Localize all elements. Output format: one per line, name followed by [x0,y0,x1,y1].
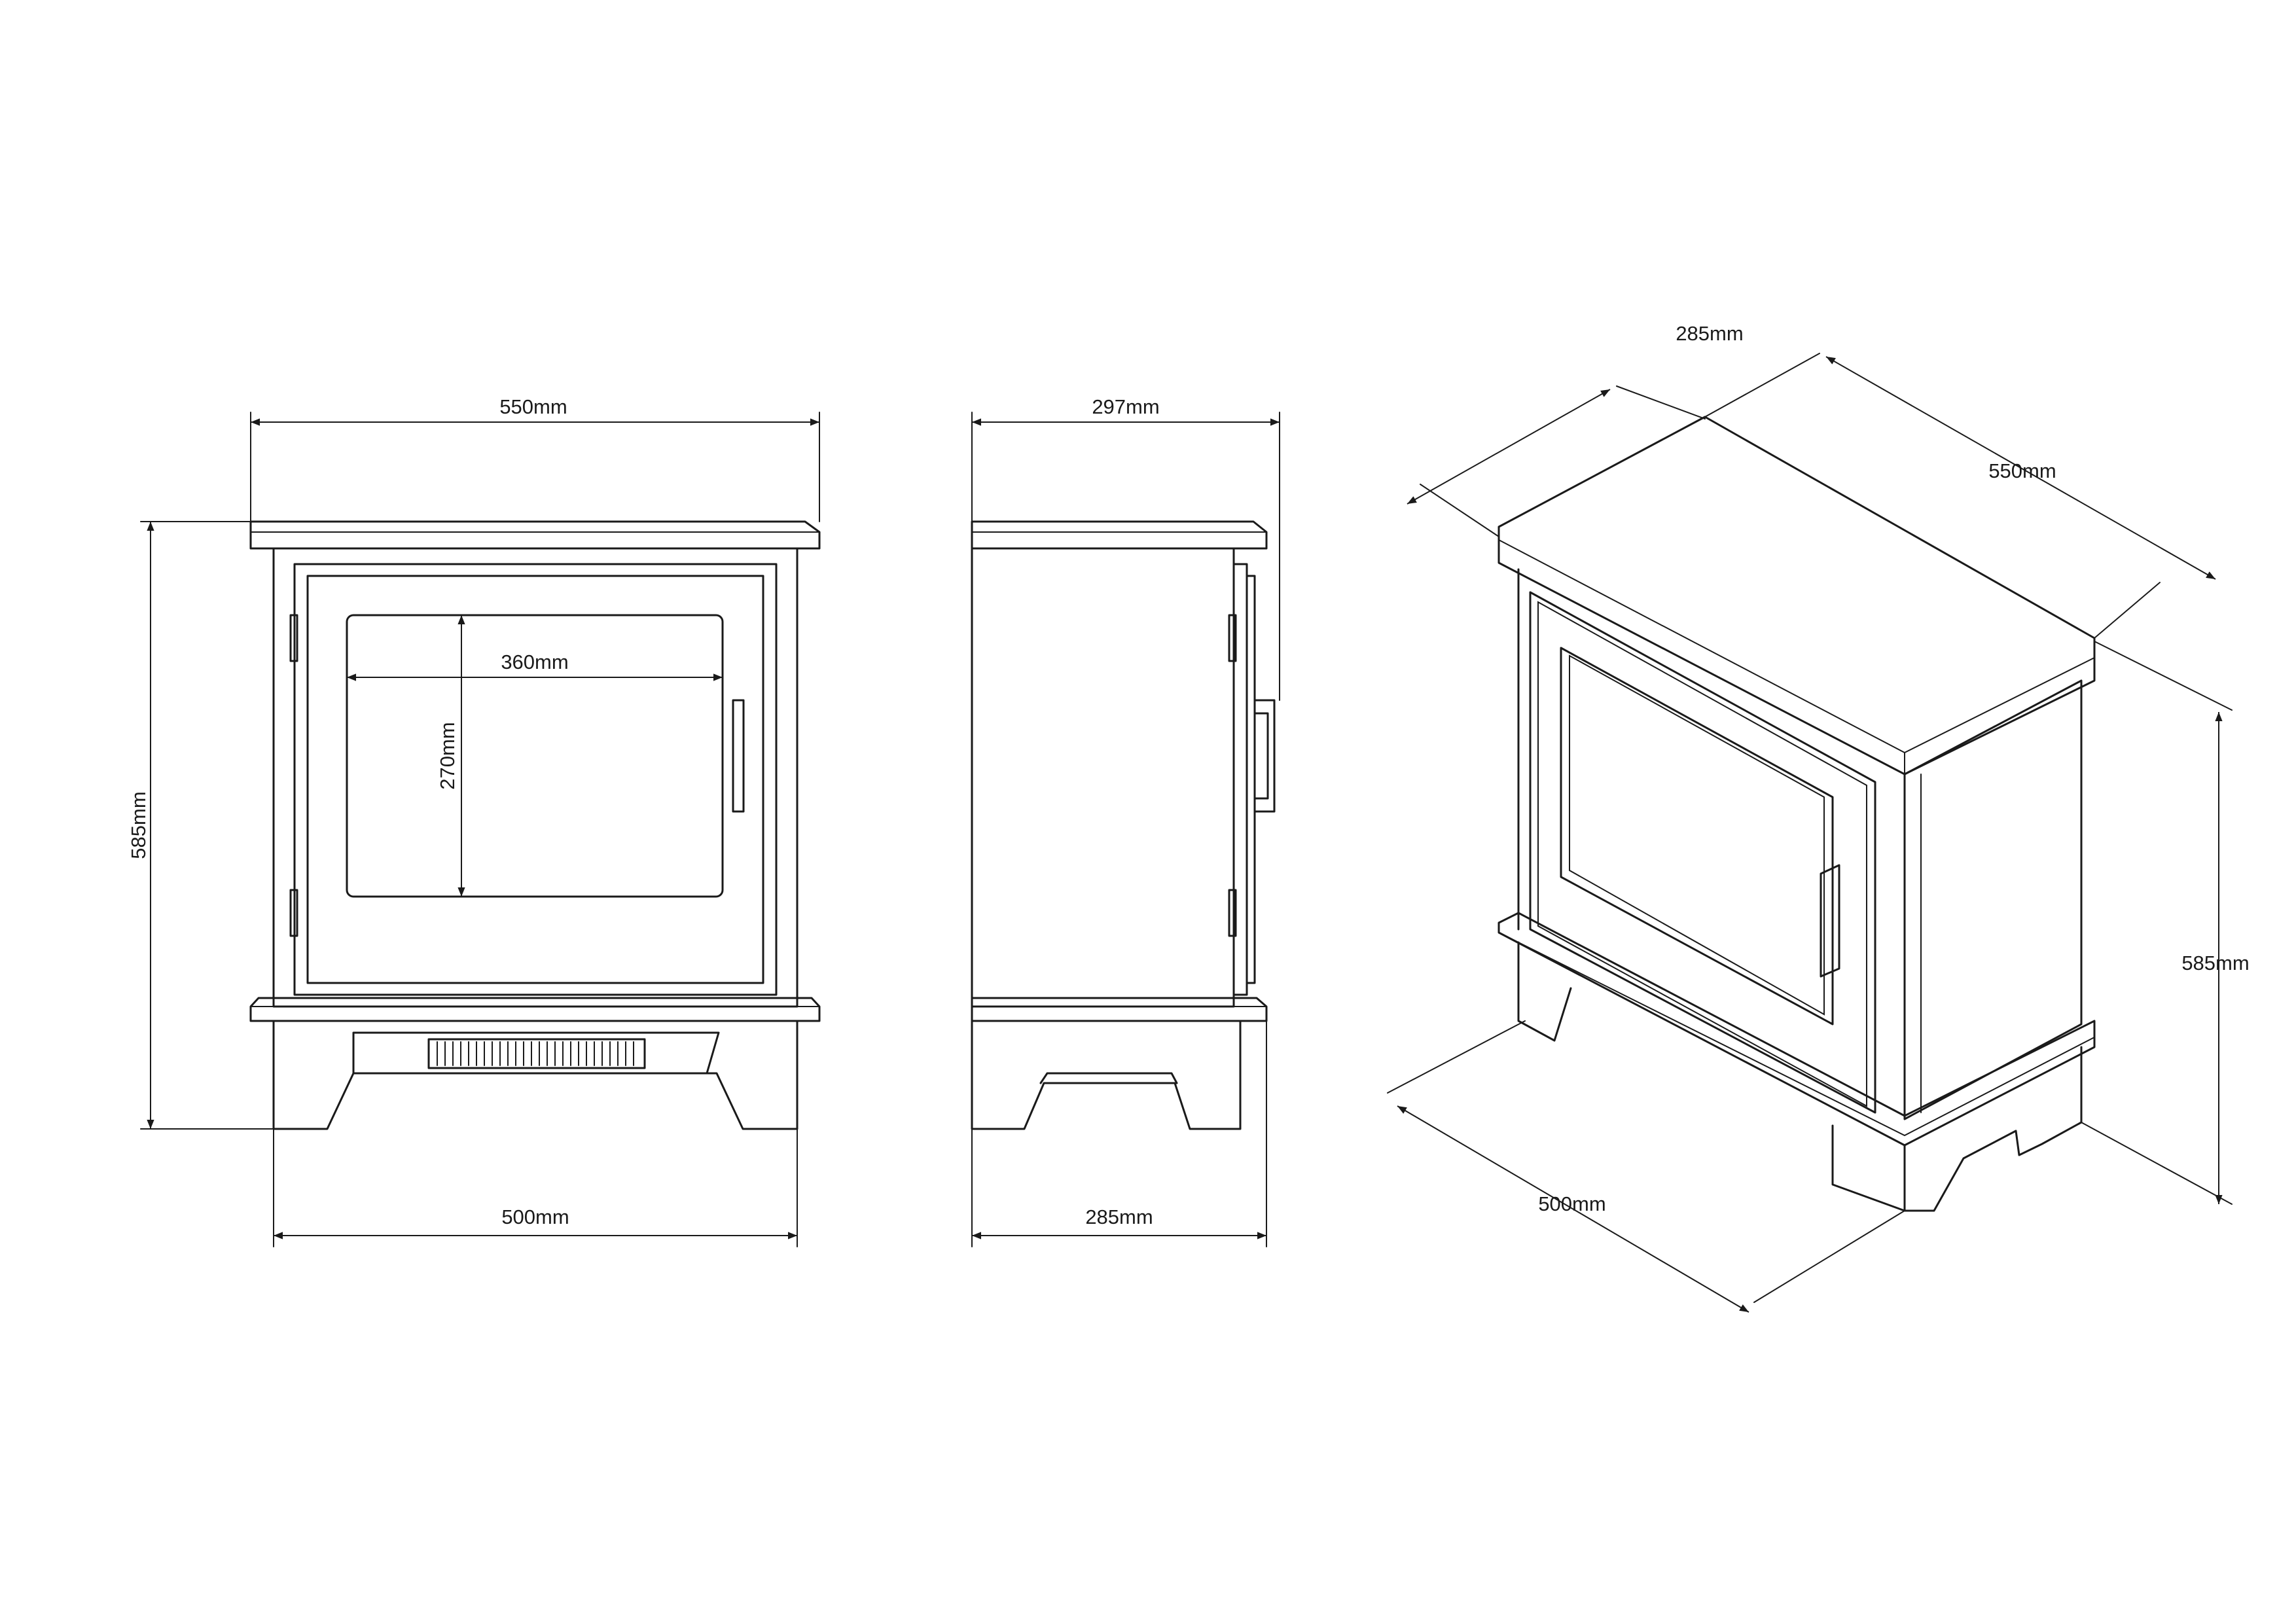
iso-door [1529,591,1876,1114]
dim-iso-depth [1407,389,1611,505]
label-side-depth: 297mm [1092,395,1159,418]
window-glass [346,614,724,898]
isometric-view: 285mm 550mm 500mm 585mm [1387,322,2250,1313]
hinge-top [289,614,298,662]
iso-window [1560,647,1834,1026]
side-view: 297mm 285mm [971,395,1280,1247]
label-iso-width: 550mm [1988,459,2056,482]
label-window-height: 270mm [436,722,459,789]
door-handle [732,699,745,813]
label-iso-depth: 285mm [1676,322,1743,345]
heater-slot [352,1031,720,1075]
label-front-height: 585mm [127,791,150,859]
dim-iso-base [1397,1105,1749,1313]
heater-grille [427,1038,646,1069]
label-side-base: 285mm [1085,1205,1153,1228]
label-front-base: 500mm [501,1205,569,1228]
label-front-width: 550mm [499,395,567,418]
label-window-width: 360mm [501,651,568,673]
hinge-bottom [289,889,298,937]
side-handle [1253,699,1276,813]
dim-iso-width [1825,356,2216,580]
iso-handle [1820,864,1840,978]
front-view: 550mm 500mm 360mm 585mm 270mm [127,395,821,1247]
label-iso-base: 500mm [1538,1192,1605,1215]
label-iso-height: 585mm [2181,952,2249,974]
